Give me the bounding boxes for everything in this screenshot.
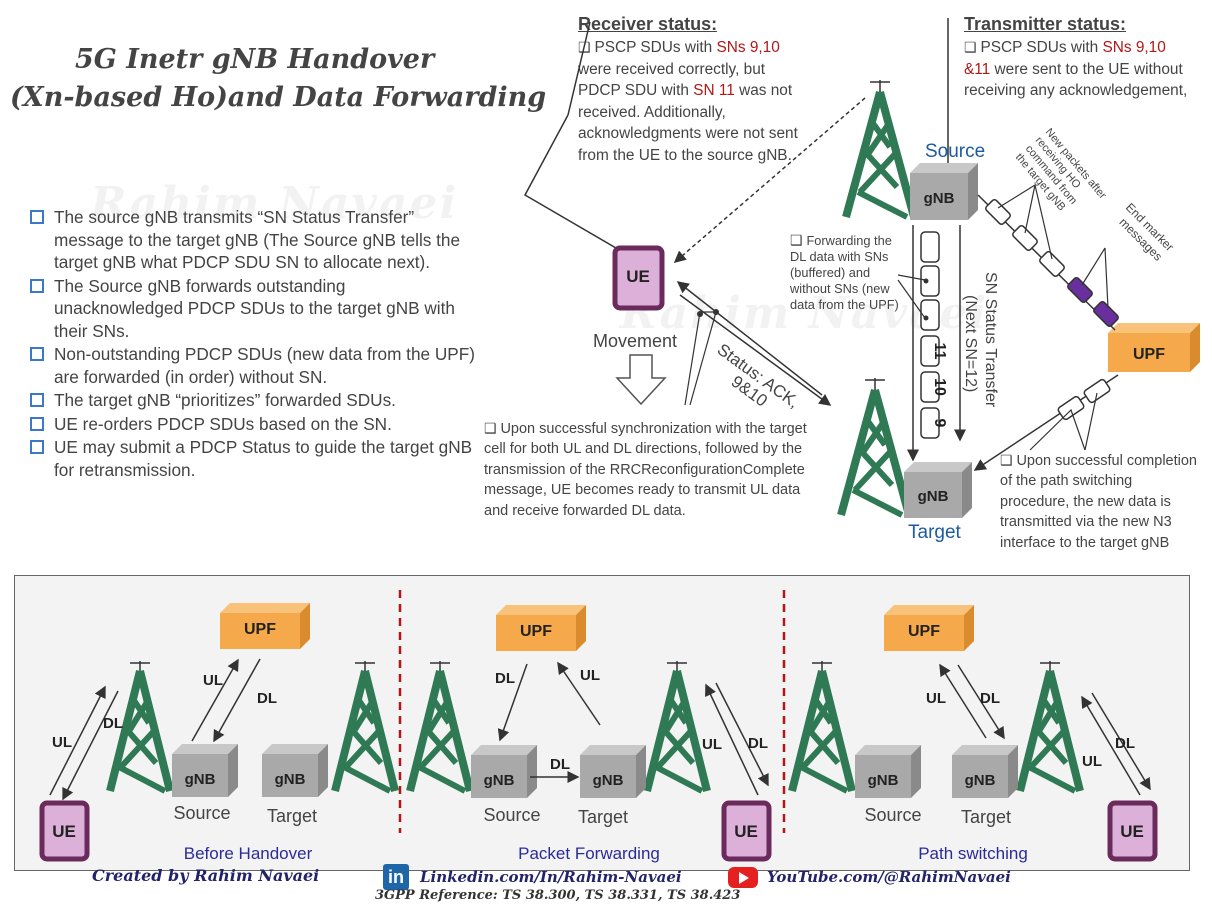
svg-text:UL: UL <box>580 667 600 684</box>
svg-text:Source: Source <box>483 805 540 825</box>
handover-diagram: gNB Source gNB Target UPF UE Status: ACK… <box>523 18 1200 543</box>
svg-text:gNB: gNB <box>965 772 996 789</box>
transmitter-heading: Transmitter status: <box>964 14 1127 34</box>
source-label: Source <box>925 141 985 162</box>
end-marker-packet <box>1093 301 1119 327</box>
svg-text:UPF: UPF <box>520 623 552 640</box>
svg-text:Source: Source <box>173 803 230 823</box>
footer-linkedin-link[interactable]: Linkedin.com/In/Rahim-Navaei <box>420 868 682 886</box>
footer-reference: 3GPP Reference: TS 38.300, TS 38.331, TS… <box>375 888 741 903</box>
bullet-item: Non-outstanding PDCP SDUs (new data from… <box>28 343 478 388</box>
svg-text:UL: UL <box>926 690 946 707</box>
footer-youtube-link[interactable]: YouTube.com/@RahimNavaei <box>767 868 1011 886</box>
svg-text:DL: DL <box>1115 735 1135 752</box>
svg-text:gNB: gNB <box>918 488 949 505</box>
forwarding-note: Forwarding the DL data with SNs (buffere… <box>790 232 900 313</box>
svg-text:DL: DL <box>748 735 768 752</box>
linkedin-icon: in <box>383 864 409 890</box>
svg-text:gNB: gNB <box>868 772 899 789</box>
sn-status-transfer-label: SN Status Transfer <box>982 272 999 408</box>
receiver-status: Receiver status: PSCP SDUs with SNs 9,10… <box>578 14 803 167</box>
bullet-item: UE may submit a PDCP Status to guide the… <box>28 436 478 481</box>
svg-text:UL: UL <box>1082 753 1102 770</box>
upf-box: UPF <box>1108 323 1200 372</box>
source-gnb: gNB <box>910 163 978 220</box>
svg-text:DL: DL <box>495 670 515 687</box>
source-tower-icon <box>846 80 914 217</box>
receiver-heading: Receiver status: <box>578 14 718 34</box>
footer-created-by: Created by Rahim Navaei <box>92 866 320 885</box>
scenario-diagram: UPF gNB gNB Source Target UL DL UE UL DL… <box>39 590 1158 863</box>
svg-text:(Next SN=12): (Next SN=12) <box>962 295 979 392</box>
svg-text:Source: Source <box>864 805 921 825</box>
svg-text:UE: UE <box>1120 822 1144 841</box>
watermark: Rahim Navaei <box>90 178 459 229</box>
svg-text:UPF: UPF <box>908 623 940 640</box>
svg-text:UE: UE <box>734 822 758 841</box>
svg-text:UL: UL <box>702 736 722 753</box>
svg-text:UL: UL <box>52 734 72 751</box>
receiver-callout <box>523 114 641 263</box>
target-tower-icon <box>841 378 909 515</box>
end-marker-packet <box>1067 277 1093 303</box>
svg-text:DL: DL <box>257 690 277 707</box>
svg-text:gNB: gNB <box>593 772 624 789</box>
svg-text:Target: Target <box>961 807 1011 827</box>
transmitter-status: Transmitter status: PSCP SDUs with SNs 9… <box>964 14 1189 102</box>
svg-text:DL: DL <box>550 756 570 773</box>
caption-path-switching: Path switching <box>918 844 1028 863</box>
bullet-item: The target gNB “prioritizes” forwarded S… <box>28 389 478 412</box>
svg-text:gNB: gNB <box>484 772 515 789</box>
page-title-line2: (Xn-based Ho)and Data Forwarding <box>10 82 547 113</box>
bullet-item: The Source gNB forwards outstanding unac… <box>28 275 478 343</box>
movement-arrow-icon <box>615 354 667 406</box>
ue-device: UE <box>612 245 665 311</box>
transmitter-text: PSCP SDUs with SNs 9,10 &11 were sent to… <box>964 37 1189 102</box>
caption-packet-forwarding: Packet Forwarding <box>518 844 660 863</box>
svg-text:UE: UE <box>52 822 76 841</box>
packet-sn: 9 <box>931 419 948 428</box>
svg-text:UPF: UPF <box>244 621 276 638</box>
caption-before-handover: Before Handover <box>184 844 313 863</box>
target-tower-icon <box>335 661 395 791</box>
packet-sn: 10 <box>931 378 948 396</box>
target-label: Target <box>908 522 962 543</box>
path-switch-note: Upon successful completion of the path s… <box>1000 450 1200 553</box>
bullet-item: UE re-orders PDCP SDUs based on the SN. <box>28 413 478 436</box>
bullet-list: The source gNB transmits “SN Status Tran… <box>28 206 478 482</box>
svg-text:DL: DL <box>103 715 123 732</box>
svg-text:Target: Target <box>578 807 628 827</box>
page-title-line1: 5G Inetr gNB Handover <box>75 44 435 75</box>
svg-text:DL: DL <box>980 690 1000 707</box>
svg-text:UPF: UPF <box>1133 346 1165 363</box>
target-gnb: gNB <box>904 462 972 518</box>
svg-text:UE: UE <box>626 267 650 286</box>
movement-label: Movement <box>593 331 677 351</box>
packet-sn: 11 <box>931 343 948 360</box>
svg-text:gNB: gNB <box>275 771 306 788</box>
gnb-label: gNB <box>924 190 955 207</box>
svg-text:gNB: gNB <box>185 771 216 788</box>
ue-device: UE <box>39 800 90 862</box>
youtube-icon <box>728 867 758 888</box>
receiver-text: PSCP SDUs with SNs 9,10 were received co… <box>578 37 803 167</box>
bullet-item: The source gNB transmits “SN Status Tran… <box>28 206 478 274</box>
svg-text:UL: UL <box>203 672 223 689</box>
sync-note: Upon successful synchronization with the… <box>484 418 814 521</box>
svg-text:Target: Target <box>267 806 317 826</box>
